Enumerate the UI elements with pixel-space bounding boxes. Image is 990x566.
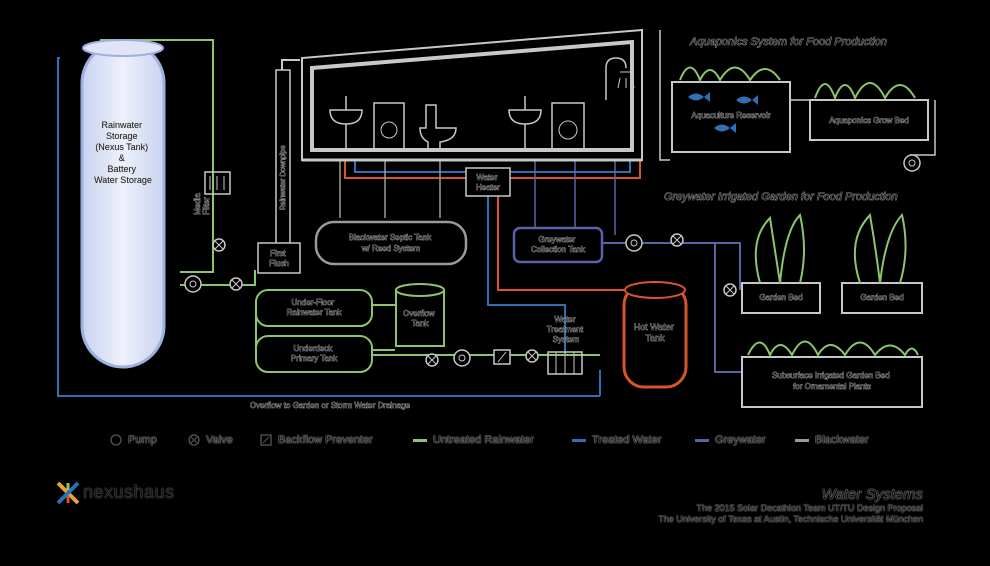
aquaculture-reservoir-label: Aquaculture Reservoir	[691, 111, 770, 120]
grow-bed-label: Aquaponics Grow Bed	[829, 116, 909, 125]
legend-backflow: Backflow Preventer	[260, 434, 373, 446]
underdeck-tank-label: Underdeck Primary Tank	[291, 344, 339, 363]
pump-icon	[625, 234, 643, 252]
valve-icon	[212, 238, 226, 252]
overflow-tank	[395, 283, 445, 347]
footer-line-2: The University of Texas at Austin, Techn…	[658, 514, 923, 524]
garden-bed-1-label: Garden Bed	[759, 293, 802, 302]
tank-links	[372, 304, 395, 351]
valve-icon	[188, 434, 200, 446]
under-floor-tank	[255, 289, 373, 327]
rainwater-storage-tank	[80, 39, 166, 369]
aquaponics-header: Aquaponics System for Food Production	[689, 36, 887, 48]
valve-icon	[670, 233, 684, 247]
overflow-tank-label: Overflow Tank	[403, 309, 437, 328]
subsurface-bed-label: Subsurface Irrigated Garden Bed for Orna…	[772, 371, 892, 391]
legend-blackwater: Blackwater	[795, 434, 869, 446]
legend-untreated-rainwater: Untreated Rainwater	[413, 434, 534, 446]
rainwater-return-pipe	[100, 39, 214, 273]
subsurface-garden-bed	[741, 340, 923, 408]
garden-bed-2	[841, 212, 923, 314]
house-outline	[301, 28, 643, 162]
garden-bed-1	[741, 213, 821, 314]
legend-greywater: Greywater	[695, 434, 766, 446]
valve-icon	[229, 277, 243, 291]
washer-icon	[551, 102, 585, 151]
greywater-pipe	[602, 242, 745, 373]
sink-icon	[329, 96, 363, 150]
backflow-icon	[493, 349, 511, 365]
footer: Water Systems The 2015 Solar Decathlon T…	[658, 486, 923, 525]
hot-water-pipe	[497, 195, 625, 291]
shower-icon	[605, 57, 635, 100]
water-heater-label: Water Heater	[476, 173, 500, 192]
sink-icon	[508, 96, 542, 150]
legend: Pump Valve Backflow Preventer Untreated …	[105, 434, 905, 454]
toilet-icon	[419, 104, 457, 151]
treatment-system-label: Water Treatment System	[547, 315, 585, 344]
fish-icon	[714, 123, 736, 133]
media-filter-label: Media Filter	[193, 191, 211, 215]
greywater-tank-label: Greywater Collection Tank	[531, 235, 586, 254]
greywater-garden-header: Greywater Irrigated Garden for Food Prod…	[664, 191, 898, 203]
blackwater-drops	[339, 160, 441, 218]
overflow-note: Overflow to Garden or Storm Water Draina…	[250, 401, 411, 410]
brand-name: nexushaus	[83, 482, 175, 502]
valve-icon	[525, 349, 539, 363]
valve-icon	[723, 283, 737, 297]
overflow-pipe	[57, 57, 600, 397]
footer-title: Water Systems	[821, 486, 923, 503]
washer-icon	[373, 102, 405, 151]
legend-valve: Valve	[188, 434, 233, 446]
legend-treated-water: Treated Water	[572, 434, 662, 446]
garden-bed-2-label: Garden Bed	[860, 293, 903, 302]
first-flush-label: First Flush	[269, 249, 289, 268]
blackwater-tank-label: Blackwater Septic Tank w/ Reed System	[349, 233, 434, 253]
water-treatment-system	[547, 351, 583, 375]
pump-icon	[110, 434, 122, 446]
aquaponics-grow-bed	[809, 82, 929, 141]
underdeck-tank	[255, 335, 373, 373]
legend-pump: Pump	[110, 434, 157, 446]
valve-icon	[425, 353, 439, 367]
media-filter	[204, 171, 231, 195]
water-heater	[465, 167, 511, 197]
pump-icon	[184, 275, 202, 293]
greywater-drops	[534, 160, 576, 228]
aquaculture-reservoir	[671, 66, 791, 153]
blackwater-septic-tank	[314, 220, 468, 266]
pump-icon	[453, 349, 471, 367]
logo-mark-icon	[56, 481, 80, 505]
rainwater-pipe-1	[180, 270, 256, 286]
first-flush	[257, 242, 301, 274]
pump-icon	[903, 154, 921, 172]
treated-water-pipe	[487, 190, 566, 355]
fish-icon	[688, 92, 710, 102]
under-floor-tank-label: Under-Floor Rainwater Tank	[287, 298, 343, 317]
fish-icon	[736, 95, 758, 105]
greywater-collection-tank	[512, 226, 604, 264]
hot-water-tank-label: Hot Water Tank	[634, 322, 677, 343]
rainwater-storage-label: Rainwater Storage (Nexus Tank) & Battery…	[94, 120, 152, 185]
downpipe-label: Rainwater Downpipe	[280, 145, 287, 210]
hot-water-tank	[622, 281, 688, 389]
footer-line-1: The 2015 Solar Decathlon Team UT/TU Desi…	[696, 503, 923, 513]
backflow-icon	[260, 434, 272, 446]
